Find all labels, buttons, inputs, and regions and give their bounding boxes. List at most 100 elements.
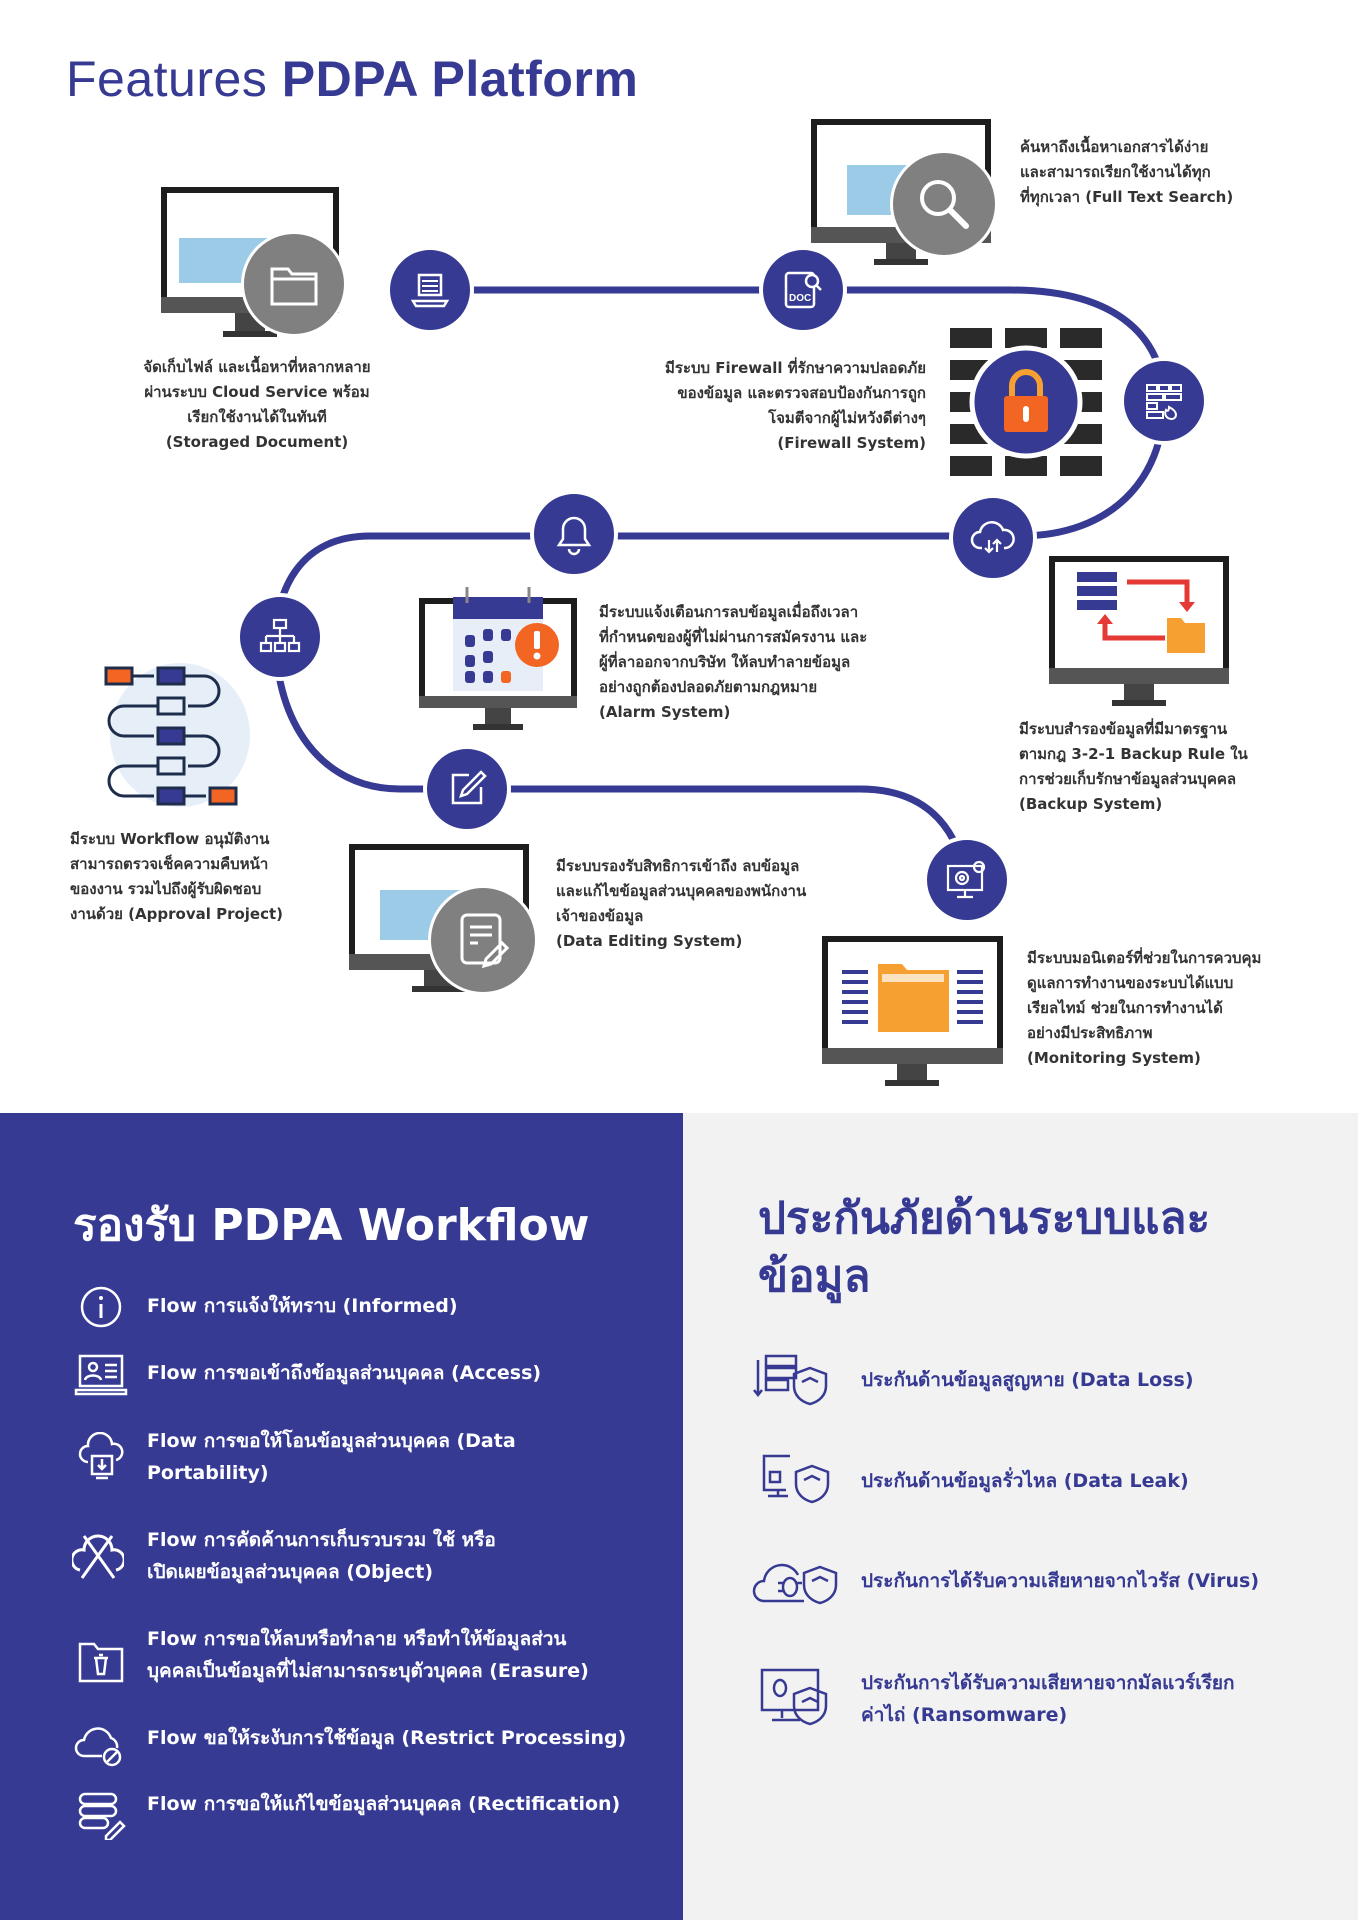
folder-lines-icon <box>842 964 983 1032</box>
text-line: ข้อมูล <box>758 1251 871 1302</box>
editing-description: มีระบบรองรับสิทธิการเข้าถึง ลบข้อมูล และ… <box>556 854 806 954</box>
text-line: และสามารถเรียกใช้งานได้ทุก <box>1020 163 1211 181</box>
workflow-item-restrict: Flow ขอให้ระงับการใช้ข้อมูล (Restrict Pr… <box>147 1722 626 1754</box>
text-line: (Monitoring System) <box>1027 1049 1201 1067</box>
workflow-item-rectification: Flow การขอให้แก้ไขข้อมูลส่วนบุคคล (Recti… <box>147 1788 620 1820</box>
text-line: (Data Editing System) <box>556 932 743 950</box>
text-line: (Firewall System) <box>777 434 926 452</box>
alarm-description: มีระบบแจ้งเตือนการลบข้อมูลเมื่อถึงเวลา ท… <box>599 600 867 725</box>
text-line: Flow การคัดค้านการเก็บรวบรวม ใช้ หรือ <box>147 1529 496 1551</box>
document-edit-icon <box>428 885 538 995</box>
workflow-item-informed: Flow การแจ้งให้ทราบ (Informed) <box>147 1290 458 1322</box>
monitoring-description: มีระบบมอนิเตอร์ที่ช่วยในการควบคุม ดูแลกา… <box>1027 946 1261 1071</box>
cloud-bug-shield-icon <box>752 1563 838 1605</box>
text-line: ประกันภัยด้านระบบและ <box>758 1193 1211 1244</box>
workflow-item-erasure: Flow การขอให้ลบหรือทำลาย หรือทำให้ข้อมูล… <box>147 1623 589 1687</box>
profile-screen-icon <box>74 1354 128 1396</box>
cloud-transfer-icon <box>78 1432 124 1480</box>
svg-text:DOC: DOC <box>789 293 811 304</box>
text-line: มีระบบแจ้งเตือนการลบข้อมูลเมื่อถึงเวลา <box>599 603 859 621</box>
text-line: ค่าไถ่ (Ransomware) <box>861 1704 1068 1726</box>
text-line: สามารถตรวจเช็คความคืบหน้า <box>70 855 269 873</box>
folder-icon <box>241 231 347 337</box>
monitor-bug-shield-icon <box>760 1668 828 1726</box>
firewall-description: มีระบบ Firewall ที่รักษาความปลอดภัย ของข… <box>560 356 926 456</box>
text-line: ประกันด้านข้อมูลรั่วไหล (Data Leak) <box>861 1470 1189 1492</box>
database-edit-icon <box>78 1792 126 1840</box>
text-line: ประกันการได้รับความเสียหายจากไวรัส (Viru… <box>861 1570 1260 1592</box>
text-line: (Storaged Document) <box>165 433 349 451</box>
text-line: ดูแลการทำงานของระบบได้แบบ <box>1027 974 1234 992</box>
text-line: การช่วยเก็บรักษาข้อมูลส่วนบุคคล <box>1019 770 1237 788</box>
text-line: เจ้าของข้อมูล <box>556 907 644 925</box>
cloud-block-icon <box>74 1727 122 1767</box>
cloud-cross-icon <box>72 1534 124 1579</box>
workflow-heading: รองรับ PDPA Workflow <box>73 1200 590 1251</box>
cloud-sync-node-icon <box>949 494 1037 582</box>
workflow-item-object: Flow การคัดค้านการเก็บรวบรวม ใช้ หรือเปิ… <box>147 1524 496 1588</box>
backup-description: มีระบบสำรองข้อมูลที่มีมาตรฐาน ตามกฎ 3-2-… <box>1019 717 1248 817</box>
text-line: Flow การขอให้ลบหรือทำลาย หรือทำให้ข้อมูล… <box>147 1628 567 1650</box>
server-shield-icon <box>753 1354 828 1406</box>
insurance-item-data-leak: ประกันด้านข้อมูลรั่วไหล (Data Leak) <box>861 1465 1189 1497</box>
workflow-item-access: Flow การขอเข้าถึงข้อมูลส่วนบุคคล (Access… <box>147 1357 541 1389</box>
text-line: มีระบบรองรับสิทธิการเข้าถึง ลบข้อมูล <box>556 857 800 875</box>
text-line: Flow การขอเข้าถึงข้อมูลส่วนบุคคล (Access… <box>147 1362 542 1384</box>
workflow-diagram-icon <box>104 663 250 807</box>
text-line: ที่ทุกเวลา (Full Text Search) <box>1020 188 1234 206</box>
page-title: Features PDPA Platform <box>66 50 638 108</box>
text-line: มีระบบมอนิเตอร์ที่ช่วยในการควบคุม <box>1027 949 1262 967</box>
text-line: Portability) <box>147 1462 269 1484</box>
text-line: ผู้ที่ลาออกจากบริษัท ให้ลบทำลายข้อมูล <box>599 653 851 671</box>
text-line: เปิดเผยข้อมูลส่วนบุคคล (Object) <box>147 1561 434 1583</box>
text-line: ประกันการได้รับความเสียหายจากมัลแวร์เรีย… <box>861 1672 1235 1694</box>
hierarchy-node-icon <box>236 593 324 681</box>
folder-trash-icon <box>78 1642 124 1683</box>
text-line: อย่างมีประสิทธิภาพ <box>1027 1024 1153 1042</box>
text-line: Flow การขอให้โอนข้อมูลส่วนบุคคล (Data <box>147 1430 516 1452</box>
monitoring-monitor <box>822 936 1003 1086</box>
text-line: Flow การแจ้งให้ทราบ (Informed) <box>147 1295 458 1317</box>
text-line: Flow การขอให้แก้ไขข้อมูลส่วนบุคคล (Recti… <box>147 1793 621 1815</box>
text-line: มีระบบ Workflow อนุมัติงาน <box>70 830 270 848</box>
bell-node-icon <box>530 490 618 578</box>
text-line: เรียกใช้งานได้ในทันที <box>187 408 327 426</box>
text-line: จัดเก็บไฟล์ และเนื้อหาที่หลากหลาย <box>143 358 371 376</box>
insurance-item-data-loss: ประกันด้านข้อมูลสูญหาย (Data Loss) <box>861 1364 1194 1396</box>
text-line: ที่กำหนดของผู้ที่ไม่ผ่านการสมัครงาน และ <box>599 628 868 646</box>
text-line: (Alarm System) <box>599 703 731 721</box>
text-line: ของงาน รวมไปถึงผู้รับผิดชอบ <box>70 880 262 898</box>
text-line: บุคคลเป็นข้อมูลที่ไม่สามารถระบุตัวบุคคล … <box>147 1660 589 1682</box>
title-bold: PDPA Platform <box>281 51 639 107</box>
text-line: ตามกฎ 3-2-1 Backup Rule ใน <box>1019 745 1248 763</box>
doc-search-node-icon: DOC <box>759 246 847 334</box>
laptop-node-icon <box>386 246 474 334</box>
edit-node-icon <box>423 745 511 833</box>
backup-monitor <box>1049 556 1229 706</box>
insurance-item-ransomware: ประกันการได้รับความเสียหายจากมัลแวร์เรีย… <box>861 1667 1235 1731</box>
title-light: Features <box>66 51 268 107</box>
text-line: ประกันด้านข้อมูลสูญหาย (Data Loss) <box>861 1369 1194 1391</box>
workflow-description: มีระบบ Workflow อนุมัติงาน สามารถตรวจเช็… <box>70 827 283 927</box>
text-line: มีระบบสำรองข้อมูลที่มีมาตรฐาน <box>1019 720 1228 738</box>
workflow-panel <box>0 1113 683 1920</box>
text-line: ผ่านระบบ Cloud Service พร้อม <box>144 383 370 401</box>
text-line: งานด้วย (Approval Project) <box>70 905 284 923</box>
search-description: ค้นหาถึงเนื้อหาเอกสารได้ง่าย และสามารถเร… <box>1020 135 1233 210</box>
text-line: โจมตีจากผู้ไม่หวังดีต่างๆ <box>768 409 926 427</box>
text-line: (Backup System) <box>1019 795 1163 813</box>
monitor-settings-node-icon <box>923 836 1011 924</box>
text-line: เรียลไทม์ ช่วยในการทำงานได้ <box>1027 999 1223 1017</box>
text-line: มีระบบ Firewall ที่รักษาความปลอดภัย <box>665 359 926 377</box>
backup-cycle-icon <box>1077 572 1205 653</box>
info-icon <box>80 1286 122 1328</box>
insurance-heading: ประกันภัยด้านระบบและ ข้อมูล <box>758 1190 1210 1306</box>
insurance-panel <box>683 1113 1358 1920</box>
text-line: ของข้อมูล และตรวจสอบป้องกันการถูก <box>677 384 926 402</box>
storage-description: จัดเก็บไฟล์ และเนื้อหาที่หลากหลาย ผ่านระ… <box>107 355 407 455</box>
firewall-brick-wall-icon <box>950 328 1102 476</box>
text-line: ค้นหาถึงเนื้อหาเอกสารได้ง่าย <box>1020 138 1209 156</box>
insurance-item-virus: ประกันการได้รับความเสียหายจากไวรัส (Viru… <box>861 1565 1259 1597</box>
magnifier-icon <box>890 150 998 258</box>
